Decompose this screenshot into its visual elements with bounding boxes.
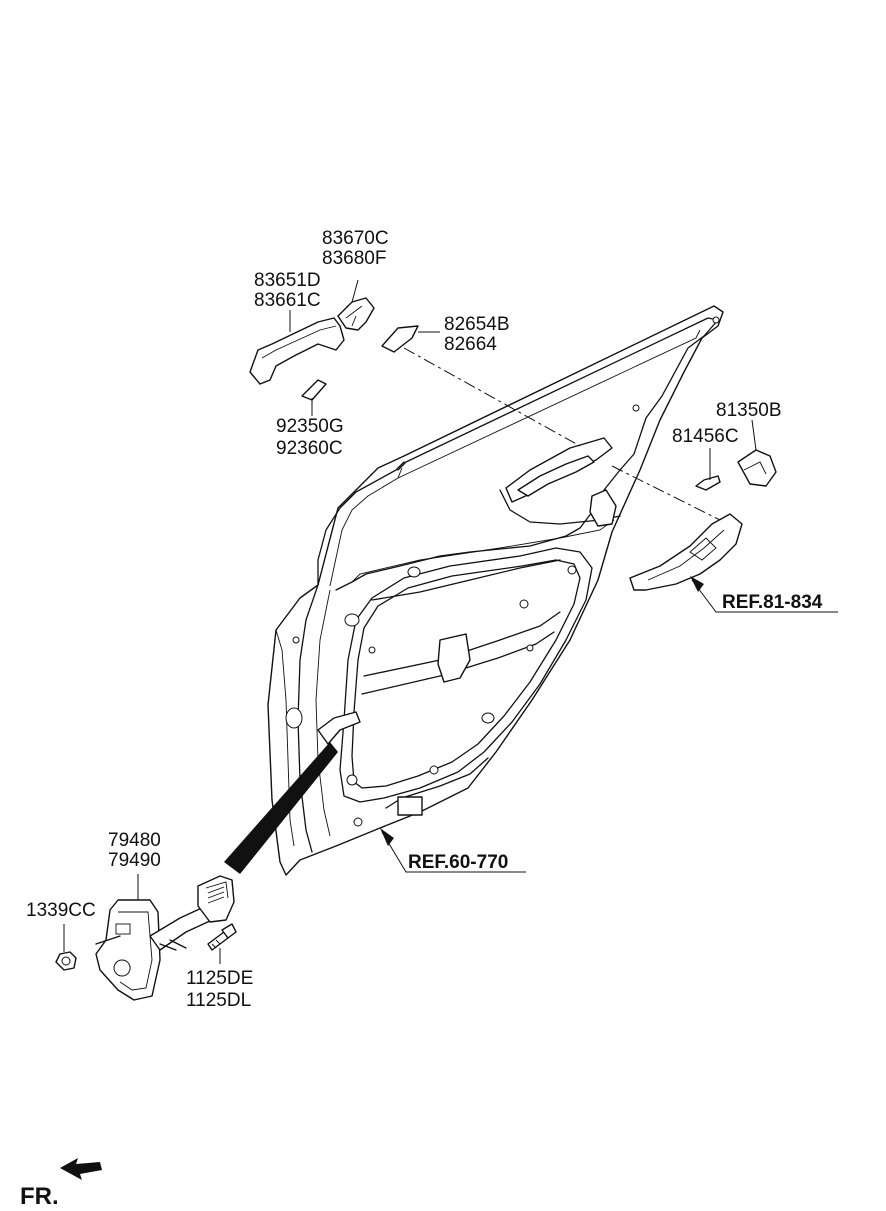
label-handle-gasket-1: 92350G (276, 416, 344, 437)
label-handle-cover-1: 83670C (322, 228, 389, 249)
label-checker-bolt-2: 1125DL (186, 990, 251, 1011)
panel-holes (285, 316, 720, 827)
label-handle-pad-2: 82664 (444, 334, 497, 355)
label-striker-screw: 81456C (672, 426, 739, 447)
centerline-striker (611, 465, 721, 521)
label-front-direction: FR. (20, 1183, 59, 1210)
checker-strap-band (224, 742, 338, 874)
door-latch[interactable] (629, 513, 743, 591)
door-panel (267, 305, 724, 876)
label-ref-latch: REF.81-834 (722, 592, 823, 613)
door-checker[interactable] (95, 899, 161, 1001)
label-handle-pad-1: 82654B (444, 314, 510, 335)
checker-bolt[interactable] (207, 923, 237, 964)
label-outside-handle-2: 83661C (254, 290, 321, 311)
outside-handle[interactable] (249, 317, 345, 385)
door-checker-group (95, 874, 235, 1001)
checker-mount (317, 711, 361, 745)
label-handle-cover-2: 83680F (322, 248, 386, 269)
label-checker-1: 79480 (108, 830, 161, 851)
door-latch-group (629, 513, 838, 613)
label-outside-handle-1: 83651D (254, 270, 321, 291)
striker[interactable] (737, 449, 777, 487)
part-labels: 83670C 83680F 83651D 83661C 82654B 82664… (20, 228, 823, 1210)
handle-pad[interactable] (381, 325, 419, 353)
label-ref-panel: REF.60-770 (408, 852, 508, 873)
label-checker-bolt-1: 1125DE (186, 968, 253, 989)
checker-nut[interactable] (55, 924, 77, 971)
striker-group (695, 419, 777, 491)
striker-screw[interactable] (695, 475, 721, 491)
handle-gasket[interactable] (301, 379, 327, 401)
label-handle-gasket-2: 92360C (276, 438, 343, 459)
label-checker-nut: 1339CC (26, 900, 96, 921)
label-checker-2: 79490 (108, 850, 161, 871)
label-striker: 81350B (716, 400, 782, 421)
front-direction-arrow-icon (60, 1158, 102, 1180)
centerline-handle (403, 347, 581, 447)
outside-handle-group (249, 279, 440, 416)
handle-cover[interactable] (337, 297, 375, 331)
